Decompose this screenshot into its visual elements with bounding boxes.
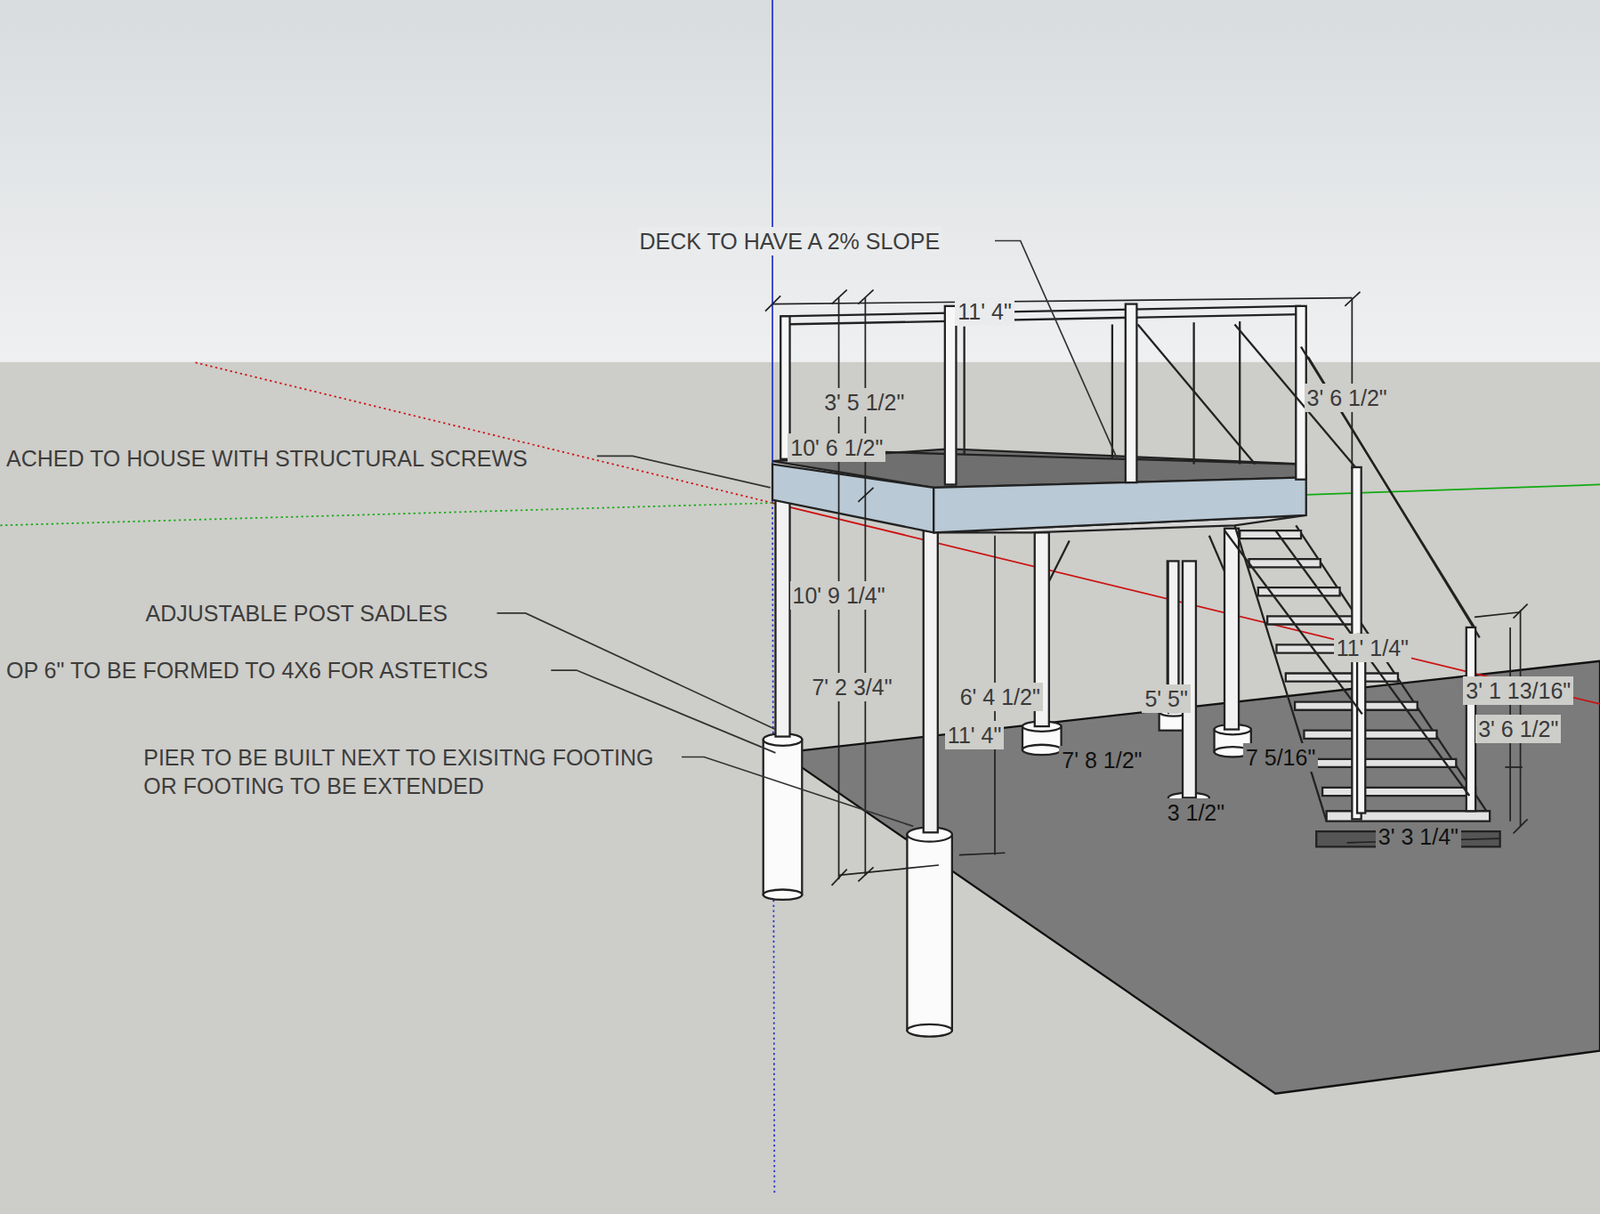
stairs-part [1313, 759, 1457, 768]
stairs-part [1239, 530, 1302, 539]
background-part [0, 0, 1600, 363]
note-text: PIER TO BE BUILT NEXT TO EXISITNG FOOTIN… [140, 743, 680, 800]
posts-part [1182, 560, 1196, 798]
dimension-label: 6' 4 1/2" [957, 682, 1043, 712]
railing-part [1111, 323, 1114, 459]
dimension-lines-part [857, 866, 873, 881]
posts-part [1049, 540, 1070, 582]
leader-lines-part [496, 613, 776, 730]
dimension-lines-part [857, 487, 873, 502]
dimension-label: 7 5/16" [1243, 743, 1318, 772]
dimension-lines-part [1513, 818, 1528, 833]
stairs-part [1466, 627, 1476, 811]
dimension-label: 11' 4" [945, 720, 1004, 750]
dimension-lines [765, 290, 1528, 886]
dimension-label: 11' 1/4" [1333, 633, 1412, 663]
axes-part [0, 502, 773, 526]
dimension-label: 5' 5" [1141, 684, 1190, 713]
stairs-part [1322, 787, 1476, 796]
dimension-label: 11' 4" [954, 297, 1014, 326]
stairs-part [1303, 730, 1437, 739]
railing-part [780, 314, 1302, 324]
note-text: DECK TO HAVE A 2% SLOPE [637, 226, 944, 256]
stairs [1224, 467, 1501, 847]
dimension-label: 3' 6 1/2" [1475, 714, 1561, 744]
note-text: OP 6" TO BE FORMED TO 4X6 FOR ASTETICS [3, 655, 491, 685]
posts-part [1224, 528, 1239, 730]
piers-part [763, 739, 803, 895]
dimension-lines-part [765, 295, 781, 311]
deck-frame-part [933, 476, 1307, 533]
piers-part [763, 889, 803, 900]
dimension-lines-part [1513, 604, 1528, 619]
railing-part [1125, 304, 1138, 484]
note-text: ACHED TO HOUSE WITH STRUCTURAL SCREWS [3, 444, 531, 473]
stairs-part [1267, 615, 1359, 624]
posts [775, 500, 1239, 833]
background-part [0, 362, 1600, 1214]
railing-part [1138, 323, 1256, 464]
railing-part [962, 326, 965, 454]
axes-part [193, 362, 773, 503]
leader-lines-part [994, 241, 1118, 460]
leader-lines-part [681, 756, 914, 826]
posts-part [923, 530, 938, 833]
railing-part [945, 306, 957, 485]
dimension-lines-part [959, 852, 1006, 855]
stairs-part [1326, 810, 1490, 821]
dimension-lines-part [832, 869, 848, 886]
axes-part [1306, 484, 1600, 494]
note-text: ADJUSTABLE POST SADLES [143, 598, 451, 628]
dimension-lines-part [1504, 766, 1522, 768]
dimension-label: 3 1/2" [1164, 798, 1228, 827]
stairs-part [1249, 558, 1321, 567]
leader-lines-part [550, 670, 776, 753]
dimension-label: 3' 6 1/2" [1304, 383, 1390, 413]
railing [780, 304, 1479, 639]
dimension-label: 7' 2 3/4" [808, 672, 895, 702]
dimension-label: 3' 5 1/2" [821, 387, 907, 417]
piers [763, 707, 1252, 1036]
stairs-part [1295, 525, 1490, 817]
dimension-label: 3' 3 1/4" [1375, 822, 1462, 851]
railing-part [1238, 321, 1241, 464]
dimension-lines-part [839, 864, 939, 875]
dimension-label: 3' 1 13/16" [1462, 676, 1574, 705]
dimension-lines-part [1474, 612, 1521, 618]
leader-lines [496, 241, 1117, 827]
piers-part [906, 834, 952, 1031]
piers-part [1022, 744, 1062, 755]
leader-lines-part [597, 455, 771, 488]
piers-part [906, 1024, 952, 1037]
dimension-label: 10' 6 1/2" [787, 433, 886, 462]
dimension-label: 7' 8 1/2" [1058, 745, 1145, 775]
posts-part [1209, 535, 1225, 572]
posts-part [775, 500, 790, 737]
deck-frame-part [772, 464, 934, 534]
dimension-label: 10' 9 1/4" [790, 581, 889, 610]
